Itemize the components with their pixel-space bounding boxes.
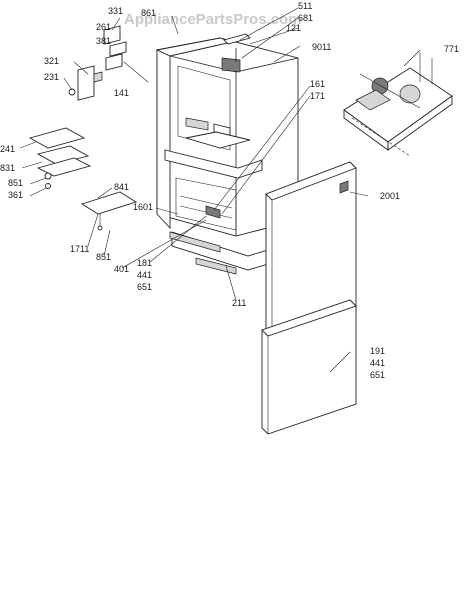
callout-label: 191 (370, 346, 385, 356)
callout-label: 321 (44, 56, 59, 66)
callout-label: 331 (108, 6, 123, 16)
callout-label: 161 (310, 79, 325, 89)
callout-label: 361 (8, 190, 23, 200)
lower-left-brackets (28, 127, 138, 231)
callout-label: 441 (370, 358, 385, 368)
callout-label: 1711 (70, 244, 89, 254)
callout-labels: 331 861 511 681 121 261 381 9011 771 321… (0, 1, 459, 380)
callout-label: 851 (96, 252, 111, 262)
callout-label: 841 (114, 182, 129, 192)
callout-label: 2001 (380, 191, 400, 201)
leader-lines (19, 7, 421, 373)
callout-label: 1601 (133, 202, 153, 212)
callout-label: 401 (114, 264, 129, 274)
callout-label: 851 (8, 178, 23, 188)
cabinet (155, 33, 299, 275)
callout-label: 261 (96, 22, 111, 32)
callout-label: 831 (0, 163, 15, 173)
fresh-food-door (265, 161, 357, 343)
callout-label: 9011 (312, 42, 331, 52)
callout-label: 651 (370, 370, 385, 380)
callout-label: 141 (114, 88, 129, 98)
callout-label: 381 (96, 36, 111, 46)
callout-label: 681 (298, 13, 313, 23)
freezer-door (261, 299, 357, 435)
callout-label: 651 (137, 282, 152, 292)
machine-compartment (343, 52, 453, 157)
callout-label: 861 (141, 8, 156, 18)
watermark-text: AppliancePartsPros.com (124, 11, 302, 28)
callout-label: 121 (286, 23, 301, 33)
callout-label: 511 (298, 1, 312, 11)
callout-label: 441 (137, 270, 152, 280)
callout-label: 241 (0, 144, 15, 154)
callout-label: 211 (232, 298, 246, 308)
callout-label: 181 (137, 258, 152, 268)
callout-label: 171 (310, 91, 325, 101)
callout-label: 231 (44, 72, 59, 82)
upper-left-parts (68, 25, 127, 101)
callout-label: 771 (444, 44, 459, 54)
